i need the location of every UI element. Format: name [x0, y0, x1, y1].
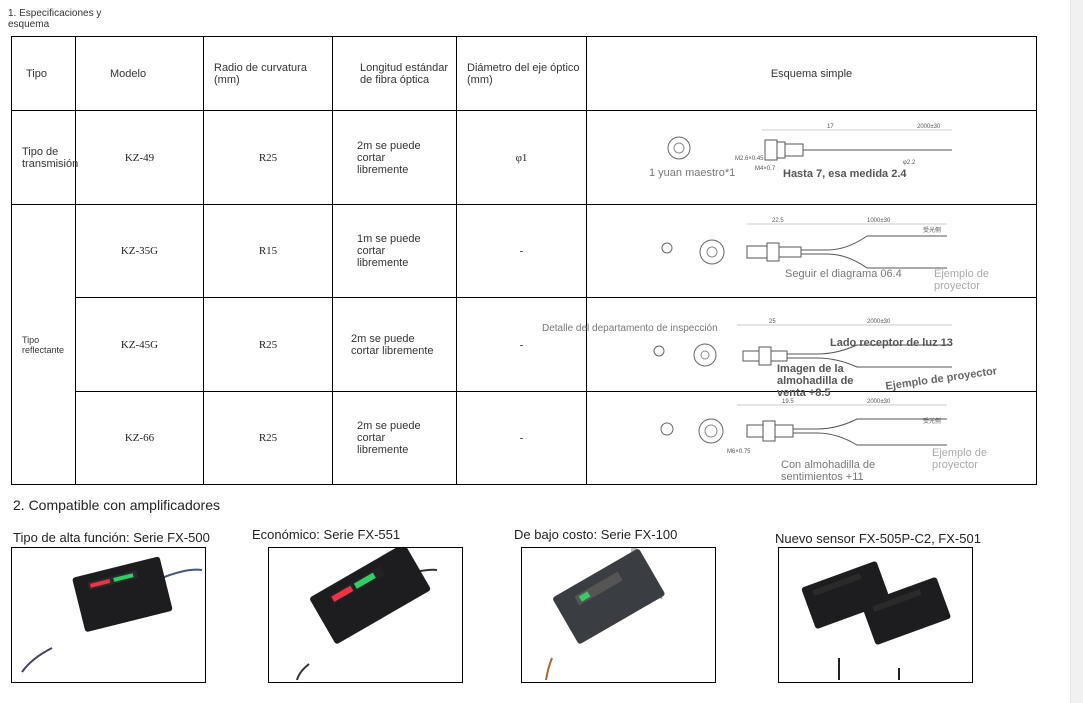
cell-longitud: 1m se puede cortar libremente: [332, 204, 457, 298]
table-row: KZ-66 R25 2m se puede cortar libremente …: [12, 391, 1037, 485]
cell-modelo: KZ-35G: [75, 204, 204, 298]
svg-text:2000±30: 2000±30: [867, 319, 891, 325]
cell-tipo: Tipo de transmisión: [11, 110, 78, 205]
spec-table: Tipo Modelo Radio de curvatura (mm) Long…: [11, 36, 1037, 485]
svg-text:22.5: 22.5: [772, 218, 784, 224]
note-projector: Ejemplo de proyector: [934, 267, 990, 292]
header-esquema: Esquema simple: [586, 36, 1037, 111]
table-row: Tipo de transmisión KZ-49 R25 2m se pued…: [11, 110, 1037, 205]
svg-text:受光侧: 受光侧: [923, 417, 941, 425]
svg-text:M2.6×0.45: M2.6×0.45: [735, 156, 764, 162]
amplifier-device-illustration: [21, 556, 203, 673]
header-diametro: Diámetro del eje óptico (mm): [456, 36, 587, 111]
note-projector: Ejemplo de proyector: [932, 446, 988, 471]
svg-text:2000±30: 2000±30: [917, 124, 941, 130]
amp-label-fx500: Tipo de alta función: Serie FX-500: [13, 530, 210, 545]
note-feel-pad: Con almohadilla de sentimientos +11: [781, 458, 876, 483]
cell-modelo: KZ-45G: [75, 297, 204, 392]
amp-label-fx551: Económico: Serie FX-551: [252, 527, 401, 542]
amp-image-fx551: [268, 544, 463, 683]
svg-text:受光侧: 受光侧: [923, 226, 941, 234]
page-scrollbar[interactable]: [1070, 0, 1083, 703]
amp-label-fx100: De bajo costo: Serie FX-100: [514, 527, 678, 542]
cell-diagram: 19.5 2000±30 受光侧 M6×0.75 Con almohadilla …: [586, 391, 1037, 485]
svg-text:1000±30: 1000±30: [867, 218, 891, 224]
svg-text:19.5: 19.5: [782, 399, 794, 405]
svg-text:25: 25: [769, 319, 776, 325]
section-1-title: 1. Especificaciones y esquema: [8, 8, 102, 30]
cell-longitud: 2m se puede cortar libremente: [332, 297, 457, 392]
cell-longitud: 2m se puede cortar libremente: [332, 110, 457, 205]
diagram-kz35g: 22.5 1000±30 受光侧: [661, 218, 947, 268]
note-inspection: Detalle del departamento de inspección: [542, 322, 718, 334]
cell-modelo: KZ-49: [75, 110, 204, 205]
header-tipo: Tipo: [11, 36, 76, 111]
cell-modelo: KZ-66: [75, 391, 204, 485]
cell-longitud: 2m se puede cortar libremente: [332, 391, 457, 485]
header-longitud: Longitud estándar de fibra óptica: [332, 36, 457, 111]
diagram-kz45g: 25 2000±30: [653, 319, 952, 367]
svg-text:M4×0.7: M4×0.7: [755, 166, 776, 172]
amp-image-fx505: [778, 547, 973, 683]
note-receiver: Lado receptor de luz 13: [830, 336, 953, 349]
svg-text:φ2.2: φ2.2: [903, 160, 916, 166]
amp-image-fx500: [11, 547, 206, 683]
table-row: KZ-45G R25 2m se puede cortar libremente…: [12, 297, 1037, 399]
cell-radio: R15: [203, 204, 333, 298]
amp-image-fx100: [521, 547, 716, 683]
cell-radio: R25: [203, 391, 333, 485]
cell-diametro: -: [456, 391, 587, 485]
cell-diametro: φ1: [456, 110, 587, 205]
note-measure: Hasta 7, esa medida 2.4: [783, 167, 907, 180]
amplifier-device-illustration: [545, 548, 665, 681]
note-follow-diagram: Seguir el diagrama 06.4: [785, 267, 902, 280]
header-modelo: Modelo: [75, 36, 204, 111]
cell-diametro: -: [456, 204, 587, 298]
note-master: 1 yuan maestro*1: [649, 166, 736, 179]
section-2-title: 2. Compatible con amplificadores: [13, 497, 220, 513]
svg-text:M6×0.75: M6×0.75: [727, 449, 751, 455]
cell-tipo-reflectante: Tipo reflectante: [11, 204, 76, 485]
amplifier-device-illustration: [296, 544, 438, 681]
amplifier-pair-illustration: [801, 561, 951, 680]
cell-diametro: -: [456, 297, 587, 392]
note-pad-image: Imagen de la almohadilla de venta +8.5: [777, 362, 854, 399]
diagram-kz66: 19.5 2000±30 受光侧 M6×0.75: [660, 399, 947, 455]
svg-text:2000±30: 2000±30: [867, 399, 891, 405]
table-row: Tipo reflectante KZ-35G R15 1m se puede …: [11, 204, 1037, 485]
cell-radio: R25: [203, 110, 333, 205]
amp-label-fx505: Nuevo sensor FX-505P-C2, FX-501: [775, 531, 981, 546]
cell-diagram: 25 2000±30 Detalle del departamento de in…: [542, 297, 1037, 399]
header-radio: Radio de curvatura (mm): [203, 36, 333, 111]
table-header-row: Tipo Modelo Radio de curvatura (mm) Long…: [11, 36, 1037, 111]
cell-radio: R25: [203, 297, 333, 392]
svg-text:17: 17: [827, 124, 834, 130]
